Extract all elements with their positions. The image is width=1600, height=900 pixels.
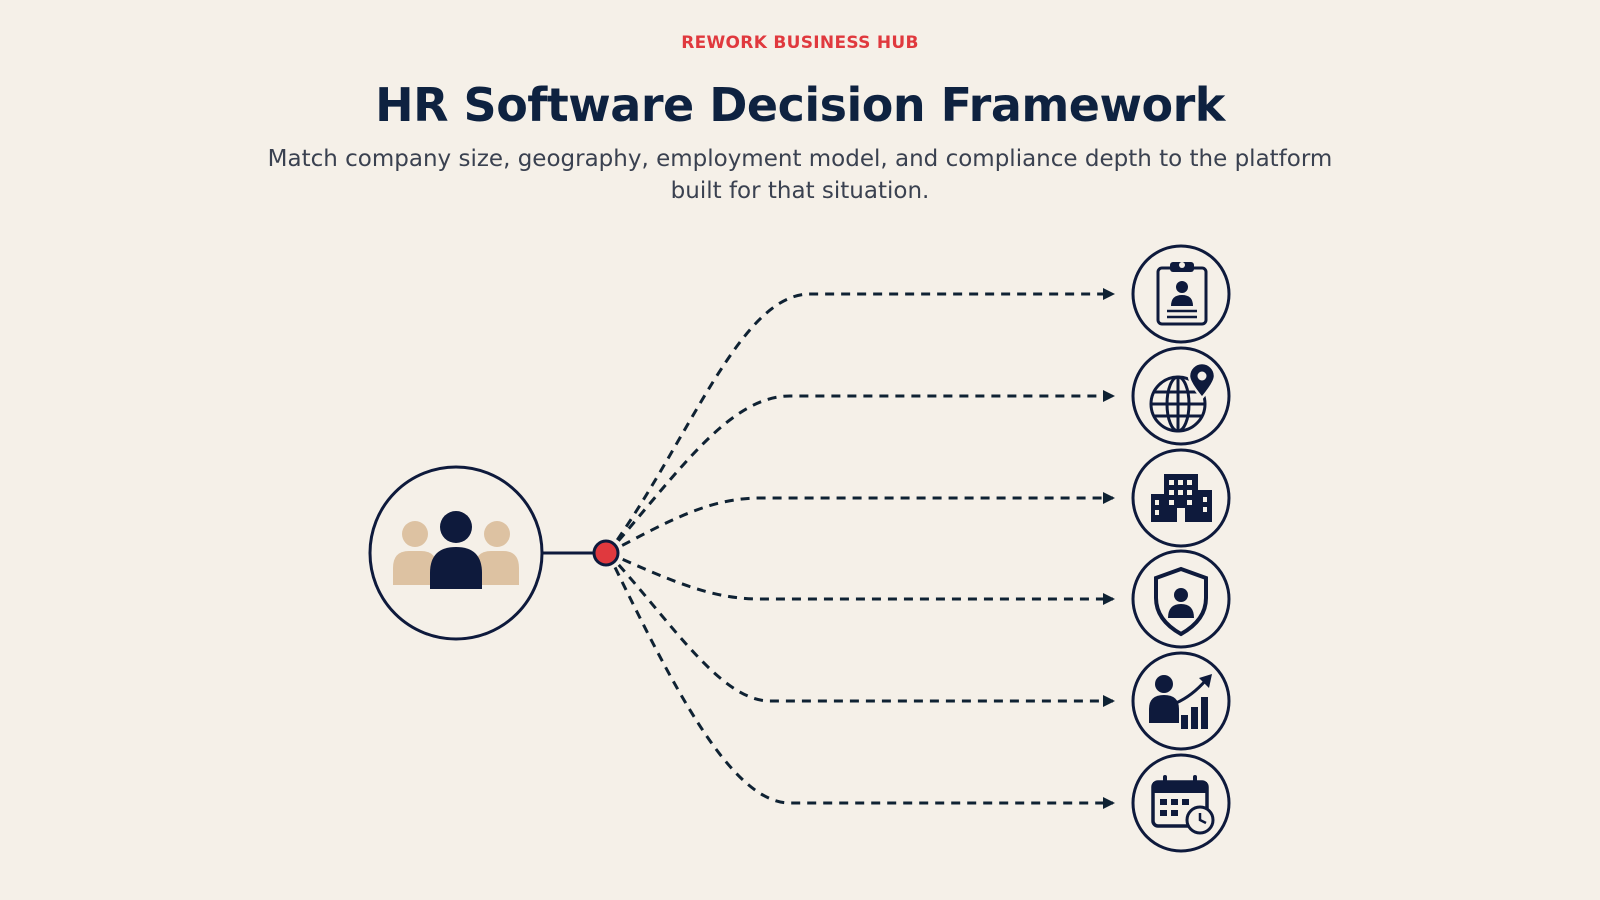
source-node <box>368 465 544 641</box>
branch-line <box>606 552 1115 809</box>
branch-line <box>607 551 1115 605</box>
branch-lines <box>606 288 1115 809</box>
brand-eyebrow: REWORK BUSINESS HUB <box>681 33 919 53</box>
globe-location-pin-icon <box>1149 361 1217 433</box>
page-title: HR Software Decision Framework <box>375 78 1225 132</box>
shield-person-icon <box>1154 566 1208 637</box>
person-growth-chart-icon <box>1149 674 1212 729</box>
branch-node-2 <box>1131 346 1231 446</box>
team-group-icon <box>393 511 519 589</box>
office-buildings-icon <box>1151 474 1212 522</box>
branch-node-6 <box>1131 753 1231 853</box>
branch-line <box>606 288 1115 554</box>
hub-dot <box>592 539 620 567</box>
branch-node-1 <box>1131 244 1231 344</box>
calendar-clock-icon <box>1151 775 1215 835</box>
branch-node-3 <box>1131 448 1231 548</box>
id-badge-clipboard-icon <box>1156 262 1208 326</box>
page-subtitle: Match company size, geography, employmen… <box>267 146 1333 204</box>
branch-line <box>606 551 1115 707</box>
branch-node-4 <box>1131 549 1231 649</box>
branch-line <box>607 492 1115 555</box>
branch-node-5 <box>1131 651 1231 751</box>
branch-line <box>606 390 1115 554</box>
